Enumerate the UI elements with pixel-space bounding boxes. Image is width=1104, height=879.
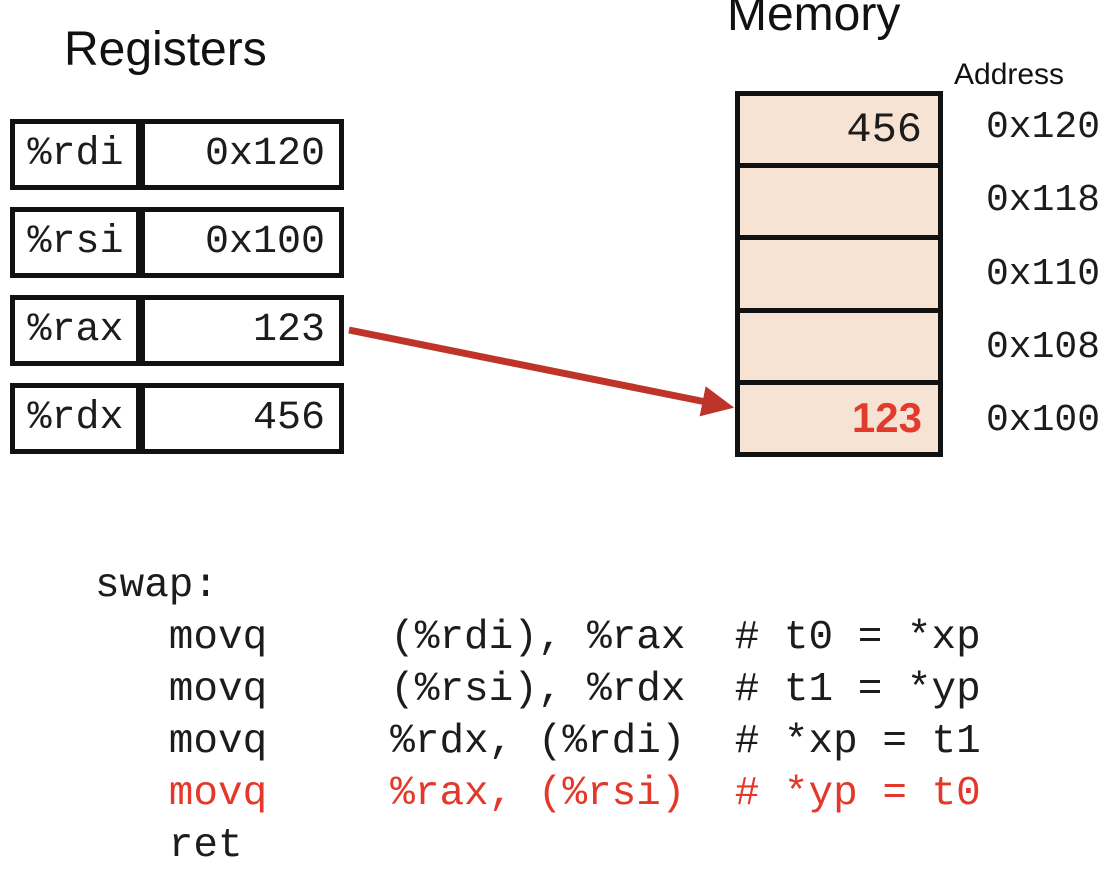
memory-value-0x120: 456	[846, 105, 922, 154]
code-line-movq-2: movq (%rsi), %rdx # t1 = *yp	[95, 667, 981, 713]
register-name-rdx: %rdx	[10, 383, 141, 454]
register-value-rax: 123	[140, 295, 344, 366]
address-0x100: 0x100	[986, 398, 1101, 442]
register-row-rax: %rax 123	[10, 295, 344, 366]
code-line-movq-1: movq (%rdi), %rax # t0 = *xp	[95, 615, 981, 661]
address-0x108: 0x108	[986, 325, 1101, 369]
code-line-swap-label: swap:	[95, 563, 219, 609]
code-line-ret: ret	[95, 823, 243, 869]
register-row-rdi: %rdi 0x120	[10, 119, 344, 190]
register-name-rax: %rax	[10, 295, 141, 366]
register-name-rdi: %rdi	[10, 119, 141, 190]
code-line-movq-4-highlighted: movq %rax, (%rsi) # *yp = t0	[95, 771, 981, 817]
register-value-rdx: 456	[140, 383, 344, 454]
address-column: 0x120 0x118 0x110 0x108 0x100	[986, 91, 1100, 457]
register-row-rsi: %rsi 0x100	[10, 207, 344, 278]
register-name-rsi: %rsi	[10, 207, 141, 278]
memory-title: Memory	[727, 0, 901, 41]
memory-cell-0x118	[740, 168, 938, 241]
memory-cell-0x108	[740, 312, 938, 385]
register-row-rdx: %rdx 456	[10, 383, 344, 454]
memory-box: 456 123	[735, 91, 943, 457]
memory-cell-0x120: 456	[740, 96, 938, 169]
address-column-label: Address	[954, 58, 1065, 91]
memory-value-0x100-highlighted: 123	[851, 394, 922, 442]
registers-table: %rdi 0x120 %rsi 0x100 %rax 123 %rdx 456	[10, 119, 344, 471]
memory-cell-0x100: 123	[740, 384, 938, 453]
register-value-rsi: 0x100	[140, 207, 344, 278]
register-value-rdi: 0x120	[140, 119, 344, 190]
code-line-movq-3: movq %rdx, (%rdi) # *xp = t1	[95, 719, 981, 765]
address-0x120: 0x120	[986, 106, 1101, 150]
address-0x110: 0x110	[986, 252, 1101, 296]
assembly-code-block: swap: movq (%rdi), %rax # t0 = *xp movq …	[95, 560, 981, 872]
registers-title: Registers	[64, 23, 267, 76]
address-0x118: 0x118	[986, 179, 1101, 223]
memory-cell-0x110	[740, 240, 938, 313]
